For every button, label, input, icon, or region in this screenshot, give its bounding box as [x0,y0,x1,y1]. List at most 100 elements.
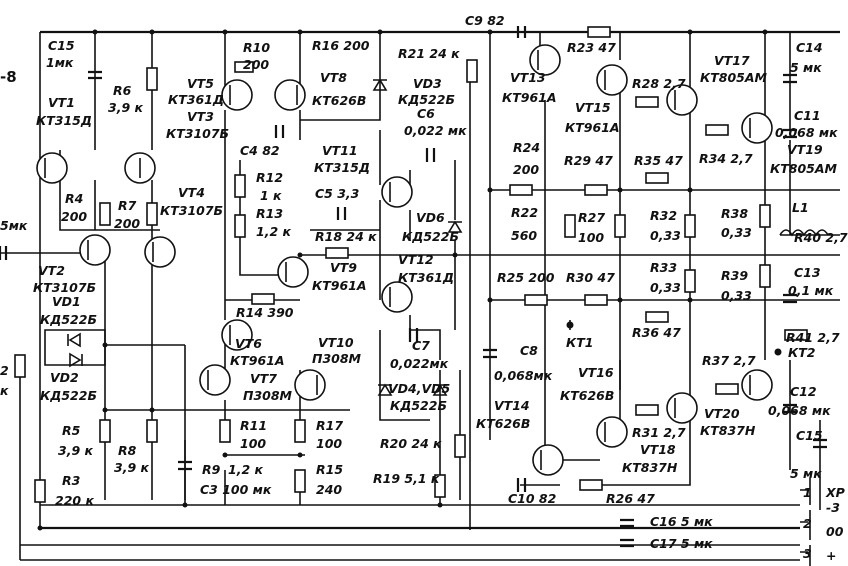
label-r11-value: 100 [240,436,266,451]
label-c15-bot-value: 5 мк [790,466,822,481]
label-vt16-type: КТ626В [560,388,614,403]
label-kt1: КТ1 [566,335,593,350]
label-r4-value: 200 [61,209,87,224]
label-r25: R25 200 [497,270,555,285]
label-c15-top-value: 1мк [46,55,74,70]
label-r38: R38 [721,206,748,221]
label-r11: R11 [240,418,267,433]
label-vt18: VT18 [640,442,676,457]
label-c4: C4 82 [240,143,280,158]
label-r21: R21 24 к [398,46,460,61]
label-r31: R31 2,7 [632,425,686,440]
label-r18: R18 24 к [315,229,377,244]
label-r26: R26 47 [606,491,655,506]
wiring [0,30,840,561]
label-r17: R17 [316,418,343,433]
label-vt19: VT19 [787,142,823,157]
label-c7: C7 [412,338,430,353]
junctions [37,29,782,531]
label-vt17-type: КТ805АМ [700,70,768,85]
label-r22-value: 560 [511,228,537,243]
label-r13-value: 1,2 к [256,224,291,239]
label-r30: R30 47 [566,270,615,285]
transistors [36,44,773,476]
label-r15: R15 [316,462,343,477]
label-r35: R35 47 [634,153,683,168]
label-r10-value: 200 [243,57,269,72]
label-r6: R6 [113,83,132,98]
inductor-L1 [779,229,829,237]
label-vt19-type: КТ805АМ [770,161,838,176]
diodes [67,78,463,396]
label-vt8-type: КТ626В [312,93,366,108]
label-vt9: VT9 [330,260,357,275]
label-r19: R19 5,1 к [373,471,440,486]
label-vt18-type: КТ837Н [622,460,678,475]
label-r20: R20 24 к [380,436,442,451]
output-connector: 1 2 3 ХР -3 00 + [800,478,845,566]
label-vt12-type: КТ361Д [398,270,454,285]
label-r9: R9 [202,462,221,477]
label-r39-value: 0,33 [721,288,752,303]
label-vt20: VT20 [704,406,740,421]
label-vt8: VT8 [320,70,347,85]
label-r33: R33 [650,260,677,275]
label-vt15: VT15 [575,100,611,115]
label-vt15-type: КТ961А [565,120,620,135]
label-vt1: VT1 [48,95,75,110]
label-c3: C3 100 мк [200,482,272,497]
label-r10: R10 [243,40,270,55]
label-vt2: VT2 [38,263,65,278]
connector-pin-2: 2 [803,516,812,531]
label-vd1: VD1 [52,294,81,309]
label-r3-value: 220 к [55,493,94,508]
connector-pin-1: 1 [803,485,812,500]
label-vt6-type: КТ961А [230,353,285,368]
label-vt3-type: КТ3107Б [166,126,229,141]
label-c14-value: 5 мк [790,60,822,75]
label-vt11-type: КТ315Д [314,160,370,175]
label-c15-bot: C15 [796,428,823,443]
label-r4: R4 [65,191,83,206]
component-labels: -8 C15 1мк VT1 КТ315Д R6 3,9 к VT5 КТ361… [0,13,848,551]
label-vt7: VT7 [250,371,277,386]
label-vd2: VD2 [50,370,79,385]
label-vt17: VT17 [714,53,750,68]
label-c16: C16 5 мк [650,514,713,529]
label-r28: R28 2,7 [632,76,686,91]
label-c6-value: 0,022 мк [404,123,467,138]
label-r5: R5 [62,423,81,438]
label-vt14-type: КТ626В [476,416,530,431]
label-r41: R41 2,7 [786,330,840,345]
connector-label-plus: + [826,548,836,563]
label-r12-value: 1 к [260,188,282,203]
label-vt14: VT14 [494,398,530,413]
label-r9-value: 1,2 к [228,462,263,477]
label-r2-value: к [0,383,9,398]
label-r13: R13 [256,206,283,221]
connector-label-minus: -3 [826,500,840,515]
label-c8-value: 0,068мк [494,368,553,383]
label-kt2: КТ2 [788,345,815,360]
label-c11-value: 0,068 мк [775,125,838,140]
label-vd2-type: КД522Б [40,388,97,403]
label-r37: R37 2,7 [702,353,756,368]
label-r24-value: 200 [513,162,539,177]
label-c12-value: 0,068 мк [768,403,831,418]
connector-pin-3: 3 [803,546,812,561]
label-vt5-type: КТ361Д [168,92,224,107]
resistors [14,26,808,503]
label-vt2-type: КТ3107Б [33,280,96,295]
label-r32: R32 [650,208,677,223]
label-vt1-type: КТ315Д [36,113,92,128]
label-c13-value: 0,1 мк [788,283,834,298]
label-r22: R22 [511,205,538,220]
label-c17: C17 5 мк [650,536,713,551]
label-vt16: VT16 [578,365,614,380]
label-vt13: VT13 [510,70,546,85]
label-c7-value: 0,022мк [390,356,449,371]
label-c15-top: C15 [48,38,75,53]
connector-label-common: 00 [826,524,844,539]
label-r3: R3 [62,473,80,488]
label-vt13-type: КТ961А [502,90,557,105]
